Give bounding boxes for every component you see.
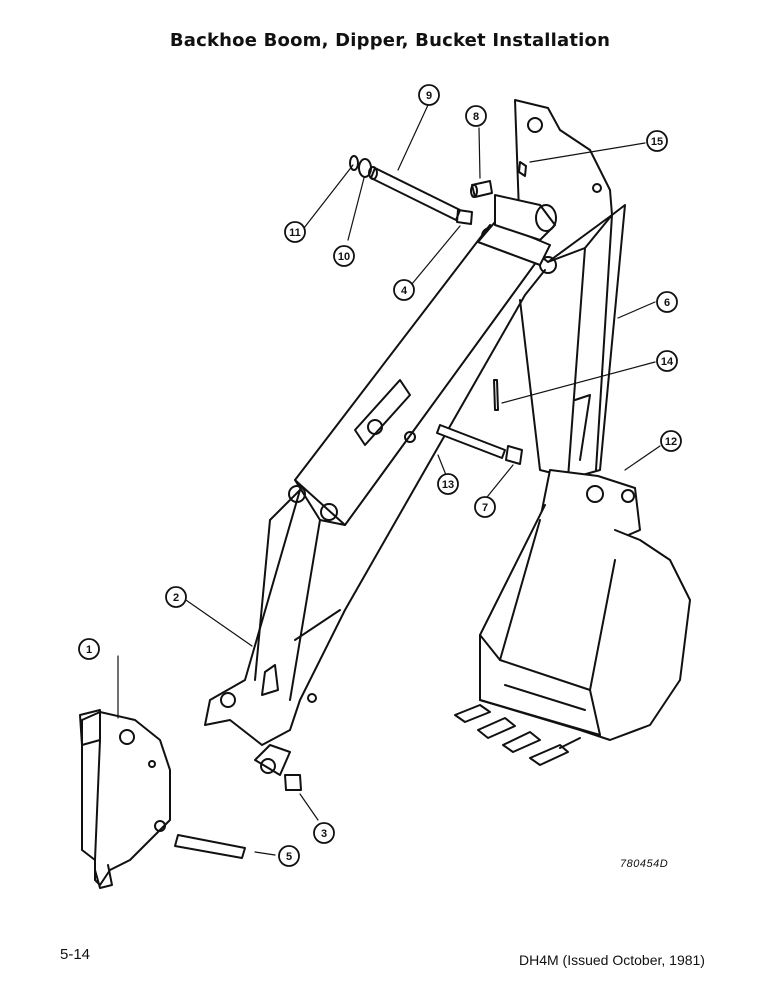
page-title: Backhoe Boom, Dipper, Bucket Installatio… <box>169 30 611 51</box>
callout-label: 1 <box>86 644 92 656</box>
manual-reference: DH4M (Issued October, 1981) <box>519 952 705 968</box>
callout-2: 2 <box>165 586 187 608</box>
callout-12: 12 <box>660 430 682 452</box>
callout-4: 4 <box>393 279 415 301</box>
callout-label: 6 <box>664 297 670 309</box>
callout-1: 1 <box>78 638 100 660</box>
callout-15: 15 <box>646 130 668 152</box>
callout-3: 3 <box>313 822 335 844</box>
part-14-cotter-pin <box>493 379 499 411</box>
callout-11: 11 <box>284 221 306 243</box>
callout-label: 15 <box>651 136 663 148</box>
dipper-arm <box>514 99 626 479</box>
part-10-washer <box>358 158 372 178</box>
callout-13: 13 <box>437 473 459 495</box>
callout-label: 12 <box>665 436 677 448</box>
part-7-bushing <box>505 445 523 465</box>
callout-label: 13 <box>442 479 454 491</box>
callout-9: 9 <box>418 84 440 106</box>
callout-10: 10 <box>333 245 355 267</box>
callout-label: 4 <box>401 285 408 297</box>
leader-lines <box>117 104 661 856</box>
page-number: 5-14 <box>60 946 91 963</box>
drawing-number: 780454D <box>620 858 669 870</box>
part-3-bushing <box>284 774 302 791</box>
callout-label: 9 <box>426 90 432 102</box>
callout-7: 7 <box>474 496 496 518</box>
callout-label: 5 <box>286 851 292 863</box>
part-5-pin <box>174 834 246 859</box>
boom-top-crossmember <box>477 221 551 266</box>
part-11-ring <box>349 155 359 171</box>
bucket <box>454 504 691 766</box>
callout-label: 14 <box>661 356 674 368</box>
callout-label: 8 <box>473 111 479 123</box>
callout-label: 3 <box>321 828 327 840</box>
callouts: 1 2 3 4 5 6 7 8 9 10 11 12 13 14 15 <box>78 84 682 867</box>
callout-8: 8 <box>465 105 487 127</box>
part-4-bushing <box>456 209 473 225</box>
callout-label: 2 <box>173 592 179 604</box>
callout-5: 5 <box>278 845 300 867</box>
callout-14: 14 <box>656 350 678 372</box>
part-9-pin <box>368 166 461 221</box>
callout-label: 7 <box>482 502 488 514</box>
callout-6: 6 <box>656 291 678 313</box>
callout-label: 10 <box>338 251 350 263</box>
dipper-pivot-pin <box>494 194 557 241</box>
part-15-lube-fitting <box>518 161 527 177</box>
boom <box>204 224 557 776</box>
swing-post <box>79 709 171 889</box>
callout-label: 11 <box>289 227 301 239</box>
part-8-bushing <box>470 180 493 198</box>
part-13-pin <box>436 424 506 459</box>
